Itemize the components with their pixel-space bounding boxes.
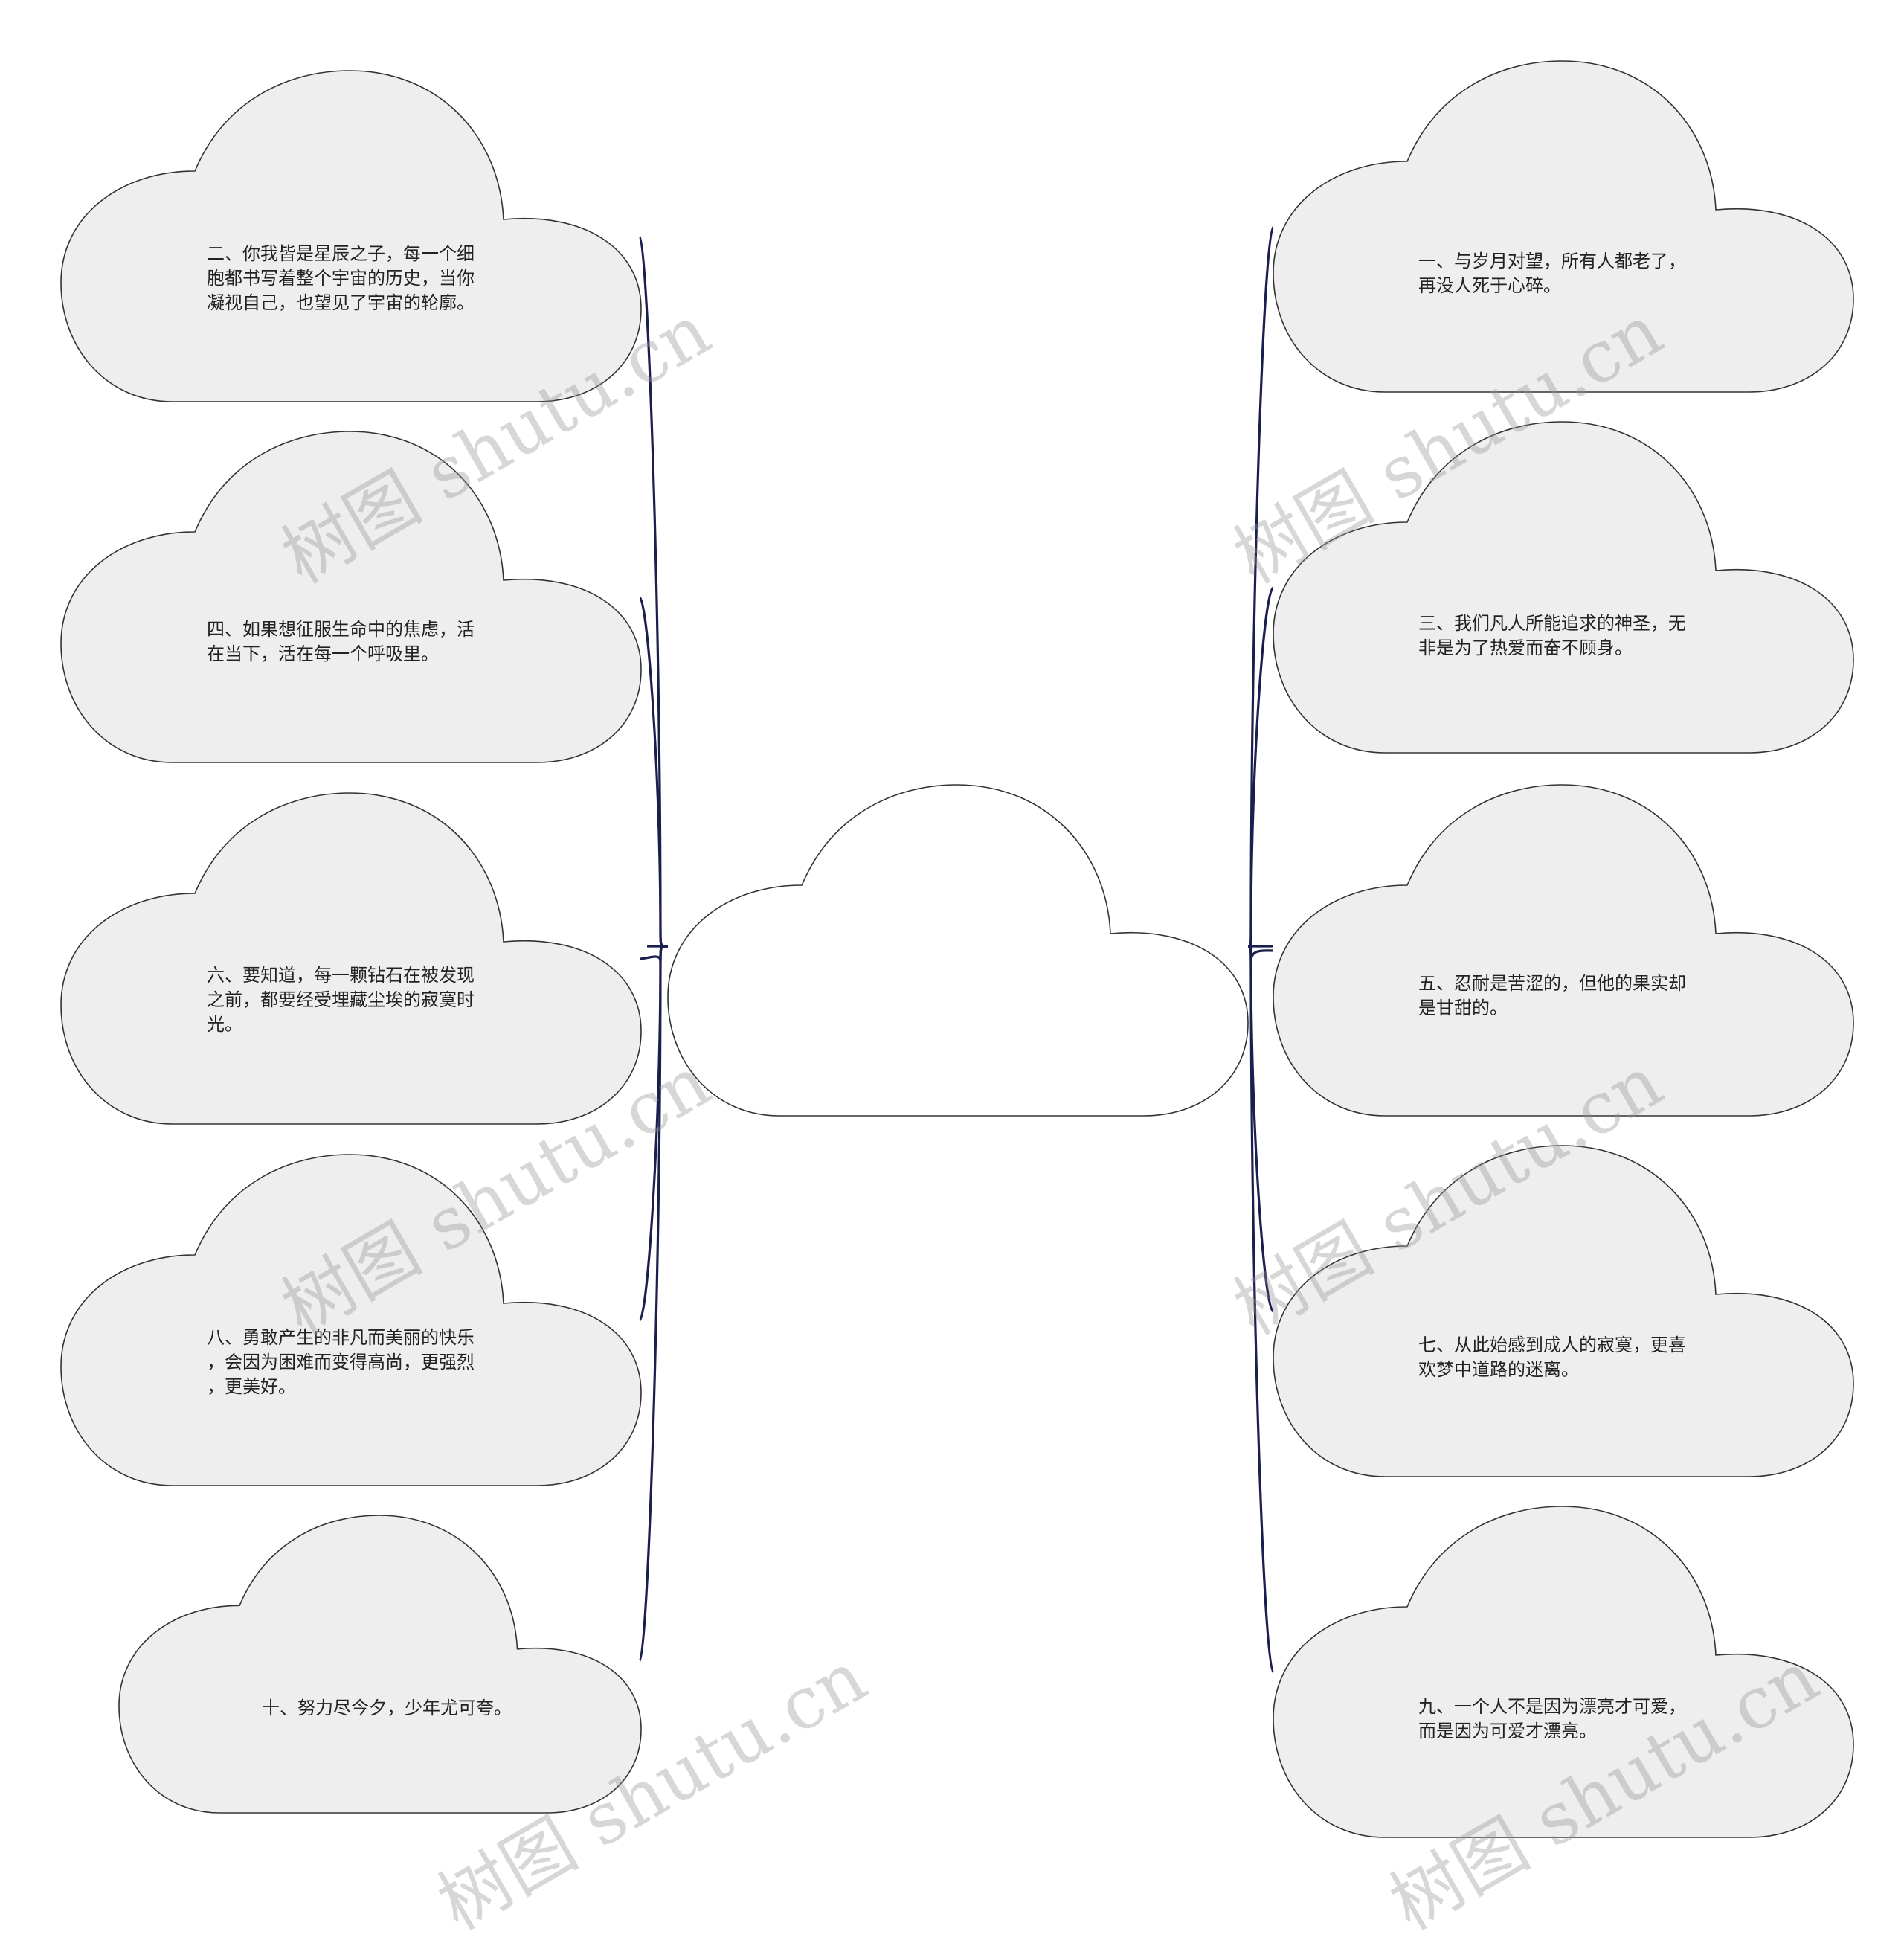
connector-left-5 [638,945,669,1663]
node-label-n10[interactable]: 十、努力尽今夕，少年尤可夸。 [262,1698,512,1718]
node-label-n6[interactable]: 六、要知道，每一颗钻石在被发现 之前，都要经受埋藏尘埃的寂寞时 光。 [207,965,475,1035]
connector-left-4 [638,945,669,1322]
connector-left-1 [638,235,669,948]
node-label-n9[interactable]: 九、一个人不是因为漂亮才可爱， 而是因为可爱才漂亮。 [1418,1696,1686,1741]
connector-right-5 [1247,945,1275,1674]
center-cloud [667,784,1249,1117]
mindmap-canvas [60,60,1854,1838]
node-label-n8[interactable]: 八、勇敢产生的非凡而美丽的快乐 ，会因为困难而变得高尚，更强烈 ，更美好。 [207,1327,475,1397]
connector-left-2 [638,596,669,948]
node-label-n2[interactable]: 二、你我皆是星辰之子，每一个细 胞都书写着整个宇宙的历史，当你 凝视自己，也望见… [207,243,475,313]
cloud-node-n6 [60,792,642,1125]
cloud-node-n3 [1273,421,1854,754]
cloud-node-n2 [60,70,642,402]
cloud-node-n8 [60,1154,642,1486]
cloud-node-n1 [1273,60,1854,393]
connector-right-2 [1247,586,1275,948]
node-label-n1[interactable]: 一、与岁月对望，所有人都老了， 再没人死于心碎。 [1418,251,1686,296]
connector-lines [638,225,1275,1674]
node-label-n7[interactable]: 七、从此始感到成人的寂寞，更喜 欢梦中道路的迷离。 [1418,1335,1686,1380]
node-label-n4[interactable]: 四、如果想征服生命中的焦虑，活 在当下，活在每一个呼吸里。 [207,619,475,664]
cloud-node-n10 [118,1515,642,1814]
connector-left-3 [639,945,669,962]
cloud-node-n9 [1273,1506,1854,1838]
cloud-node-n4 [60,431,642,763]
node-label-n5[interactable]: 五、忍耐是苦涩的，但他的果实却 是甘甜的。 [1418,973,1686,1018]
node-label-n3[interactable]: 三、我们凡人所能追求的神圣，无 非是为了热爱而奋不顾身。 [1418,613,1686,658]
cloud-node-n5 [1273,784,1854,1117]
cloud-node-n7 [1273,1145,1854,1477]
cloud-shapes [60,60,1854,1838]
